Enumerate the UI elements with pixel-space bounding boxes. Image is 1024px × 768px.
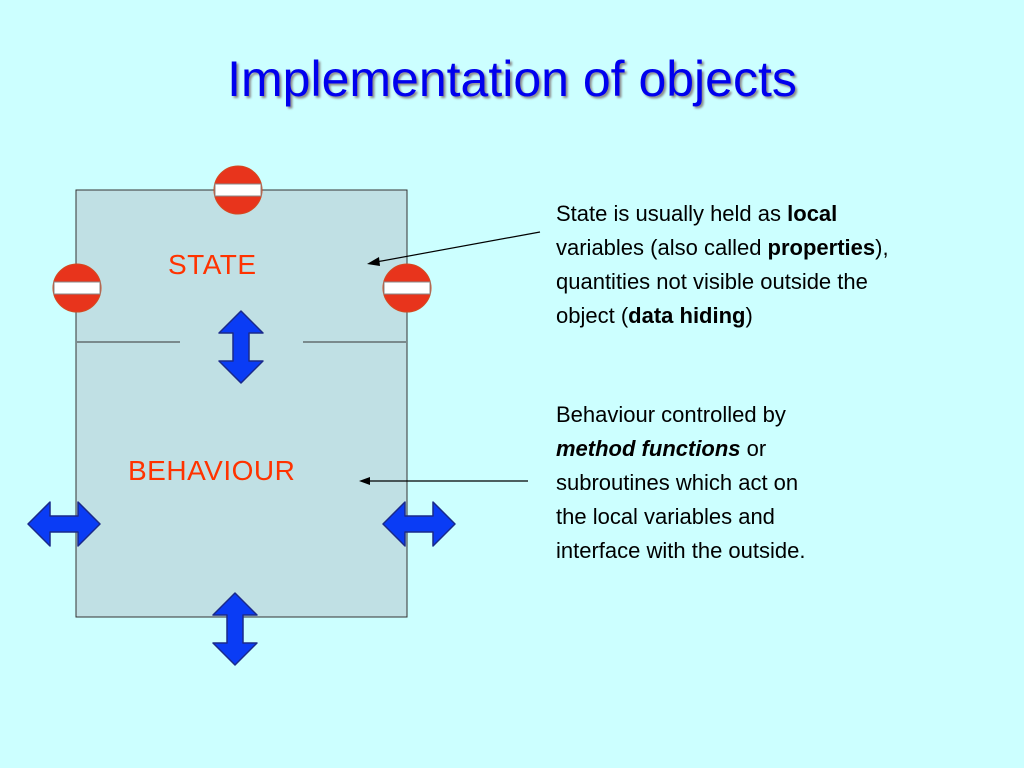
behaviour-callout-text: or	[740, 436, 767, 461]
state-callout-text: State is usually held as	[556, 201, 788, 226]
object-box	[75, 189, 408, 618]
state-pointer-head	[367, 257, 380, 266]
state-callout-text: variables (also called	[556, 235, 768, 260]
no-entry-icon-left	[52, 263, 102, 313]
behaviour-callout-text: interface with the outside.	[556, 538, 806, 563]
state-callout-data-hiding: data hiding	[628, 303, 746, 328]
no-entry-icon-top	[213, 165, 263, 215]
state-label: STATE	[168, 249, 257, 280]
behaviour-callout: Behaviour controlled by method functions…	[556, 398, 896, 568]
behaviour-label: BEHAVIOUR	[128, 455, 296, 486]
state-callout-text: ),	[875, 235, 889, 260]
state-callout-text: object (	[556, 303, 629, 328]
state-pointer-line	[375, 231, 541, 263]
behaviour-pointer-head	[359, 477, 370, 485]
state-callout-text: )	[745, 303, 753, 328]
state-callout-properties: properties	[767, 235, 876, 260]
slide-title: Implementation of objects	[227, 51, 797, 107]
state-callout: State is usually held as local variables…	[556, 197, 1006, 333]
behaviour-callout-text: the local variables and	[556, 504, 775, 529]
state-callout-local: local	[787, 201, 838, 226]
behaviour-callout-text: subroutines which act on	[556, 470, 799, 495]
behaviour-callout-text: Behaviour controlled by	[556, 402, 786, 427]
no-entry-icon-right	[382, 263, 432, 313]
state-callout-text: quantities not visible outside the	[556, 269, 868, 294]
behaviour-callout-method-functions: method functions	[556, 436, 741, 461]
